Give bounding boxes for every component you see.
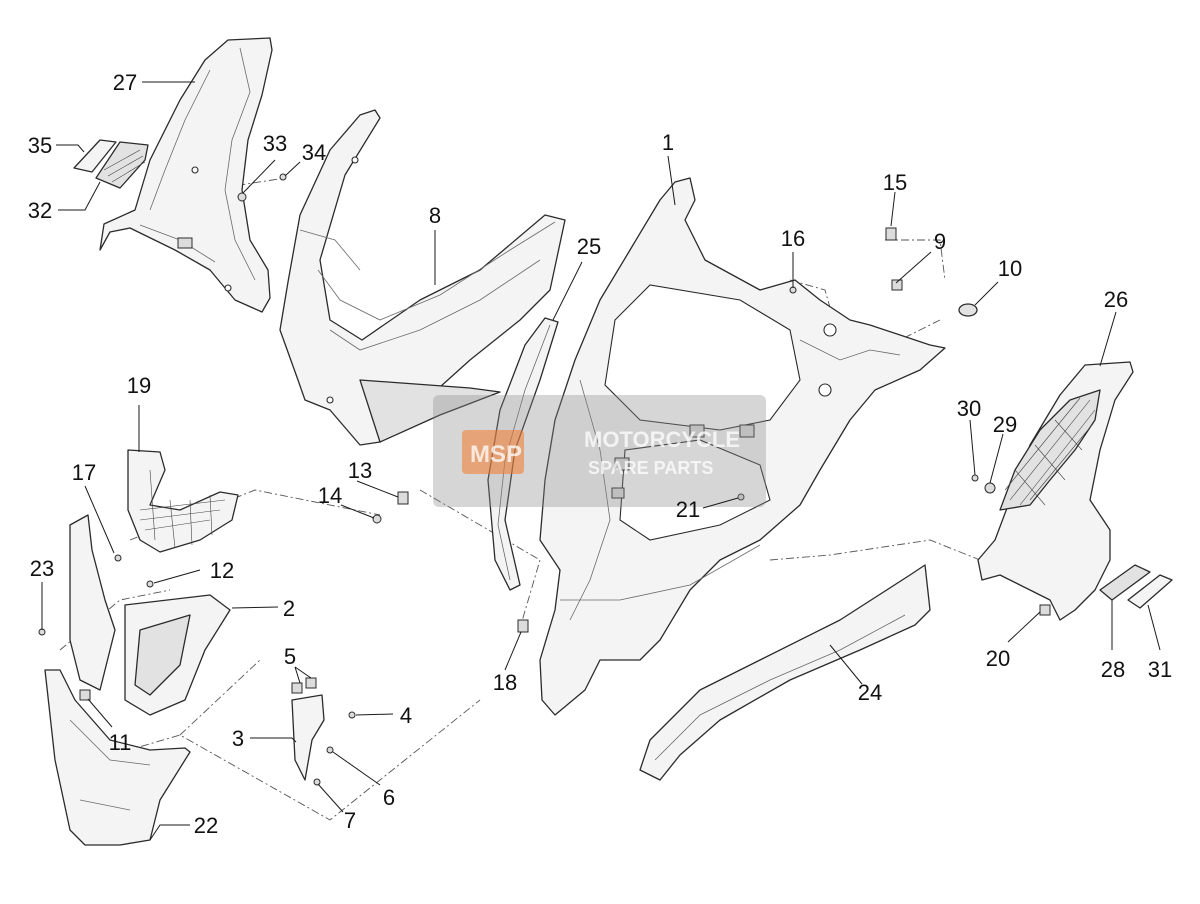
part-13-clip [397, 491, 409, 505]
part-21-screw [737, 493, 745, 501]
callout-3: 3 [232, 726, 244, 751]
part-1-front-body [539, 177, 946, 716]
part-10-rubber-grommet [958, 303, 978, 317]
part-2-lower-inner-shield [124, 594, 231, 716]
part-34-nut [279, 173, 287, 181]
leader-lines [41, 81, 1161, 841]
part-4-screw [348, 711, 356, 719]
callout-27: 27 [113, 70, 137, 95]
part-33-grommet [237, 192, 247, 202]
callout-6: 6 [383, 785, 395, 810]
part-24-lower-trim [639, 564, 931, 781]
watermark-logo-text: MSP [470, 441, 522, 468]
callout-31: 31 [1148, 657, 1172, 682]
part-11-clip [79, 689, 91, 701]
callout-1: 1 [662, 130, 674, 155]
callout-20: 20 [986, 646, 1010, 671]
callout-21: 21 [676, 497, 700, 522]
callout-17: 17 [72, 460, 96, 485]
callout-35: 35 [28, 133, 52, 158]
callout-19: 19 [127, 373, 151, 398]
part-29-grommet [984, 482, 996, 494]
callout-10: 10 [998, 256, 1022, 281]
part-5-clips [291, 677, 317, 694]
callout-labels: 1 2 3 4 5 6 7 8 9 10 11 12 13 14 15 16 1… [28, 70, 1172, 838]
part-7-screw [313, 778, 321, 786]
callout-4: 4 [400, 703, 412, 728]
callout-22: 22 [194, 813, 218, 838]
callout-15: 15 [883, 170, 907, 195]
watermark-line-1: MOTORCYCLE [584, 427, 740, 452]
part-20-clip [1039, 604, 1051, 616]
callout-33: 33 [263, 131, 287, 156]
callout-28: 28 [1101, 657, 1125, 682]
part-32-reflector-housing [95, 141, 149, 189]
callout-8: 8 [429, 203, 441, 228]
callout-24: 24 [858, 680, 882, 705]
part-31-reflector-lens [1127, 574, 1173, 609]
callout-30: 30 [957, 396, 981, 421]
part-18-clip [517, 619, 529, 633]
callout-34: 34 [302, 140, 326, 165]
callout-5: 5 [284, 644, 296, 669]
callout-26: 26 [1104, 287, 1128, 312]
part-17-screw [114, 554, 122, 562]
part-6-nut [326, 746, 334, 754]
part-35-reflector-lens [73, 139, 117, 173]
part-26-right-side-panel [977, 361, 1134, 621]
watermark: MSP MOTORCYCLE SPARE PARTS [433, 395, 766, 507]
part-8-front-shield-upper [279, 109, 566, 446]
part-15-clip [885, 227, 897, 241]
part-22-lower-spoiler [44, 669, 191, 846]
callout-32: 32 [28, 198, 52, 223]
part-17-left-lower-panel [69, 514, 116, 691]
callout-18: 18 [493, 670, 517, 695]
callout-11: 11 [109, 730, 132, 755]
part-9-clip [891, 279, 903, 291]
watermark-line-2: SPARE PARTS [588, 458, 713, 478]
part-3-bracket [291, 694, 325, 781]
callout-12: 12 [210, 558, 234, 583]
callout-7: 7 [344, 808, 356, 833]
part-14-screw [372, 514, 382, 524]
callout-23: 23 [30, 556, 54, 581]
callout-13: 13 [348, 458, 372, 483]
part-19-center-grille [127, 449, 239, 553]
callout-14: 14 [318, 483, 342, 508]
callout-16: 16 [781, 226, 805, 251]
part-30-screw [971, 474, 979, 482]
callout-9: 9 [934, 229, 946, 254]
callout-25: 25 [577, 234, 601, 259]
part-28-reflector-housing [1099, 564, 1151, 601]
part-27-left-side-panel [99, 37, 273, 313]
callout-29: 29 [993, 412, 1017, 437]
part-12-screw [146, 580, 154, 588]
callout-2: 2 [283, 596, 295, 621]
